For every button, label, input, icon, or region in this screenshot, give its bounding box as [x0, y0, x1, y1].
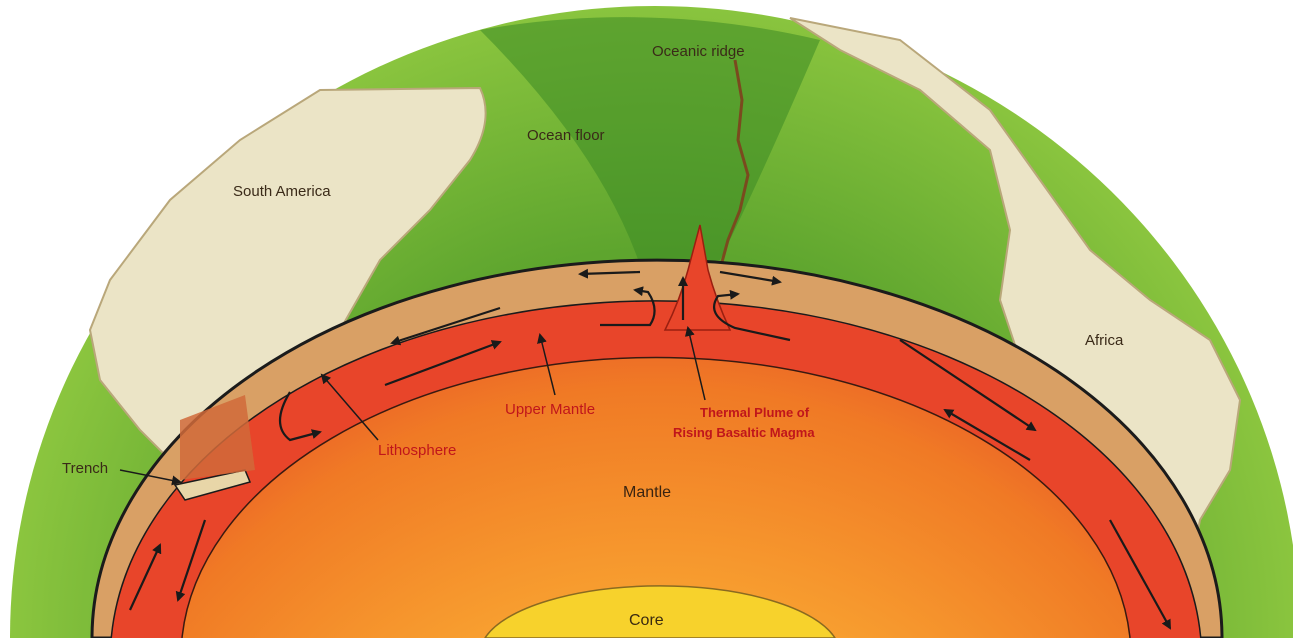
- label-ocean-floor: Ocean floor: [527, 127, 605, 144]
- label-oceanic-ridge: Oceanic ridge: [652, 43, 745, 60]
- label-trench: Trench: [62, 460, 108, 477]
- label-upper-mantle: Upper Mantle: [505, 401, 595, 418]
- label-lithosphere: Lithosphere: [378, 442, 456, 459]
- label-mantle: Mantle: [623, 484, 671, 501]
- label-thermal-plume-line2: Rising Basaltic Magma: [673, 425, 815, 440]
- label-thermal-plume-line1: Thermal Plume of: [700, 405, 810, 420]
- label-core: Core: [629, 612, 664, 629]
- label-africa: Africa: [1085, 332, 1124, 349]
- label-south-america: South America: [233, 183, 331, 200]
